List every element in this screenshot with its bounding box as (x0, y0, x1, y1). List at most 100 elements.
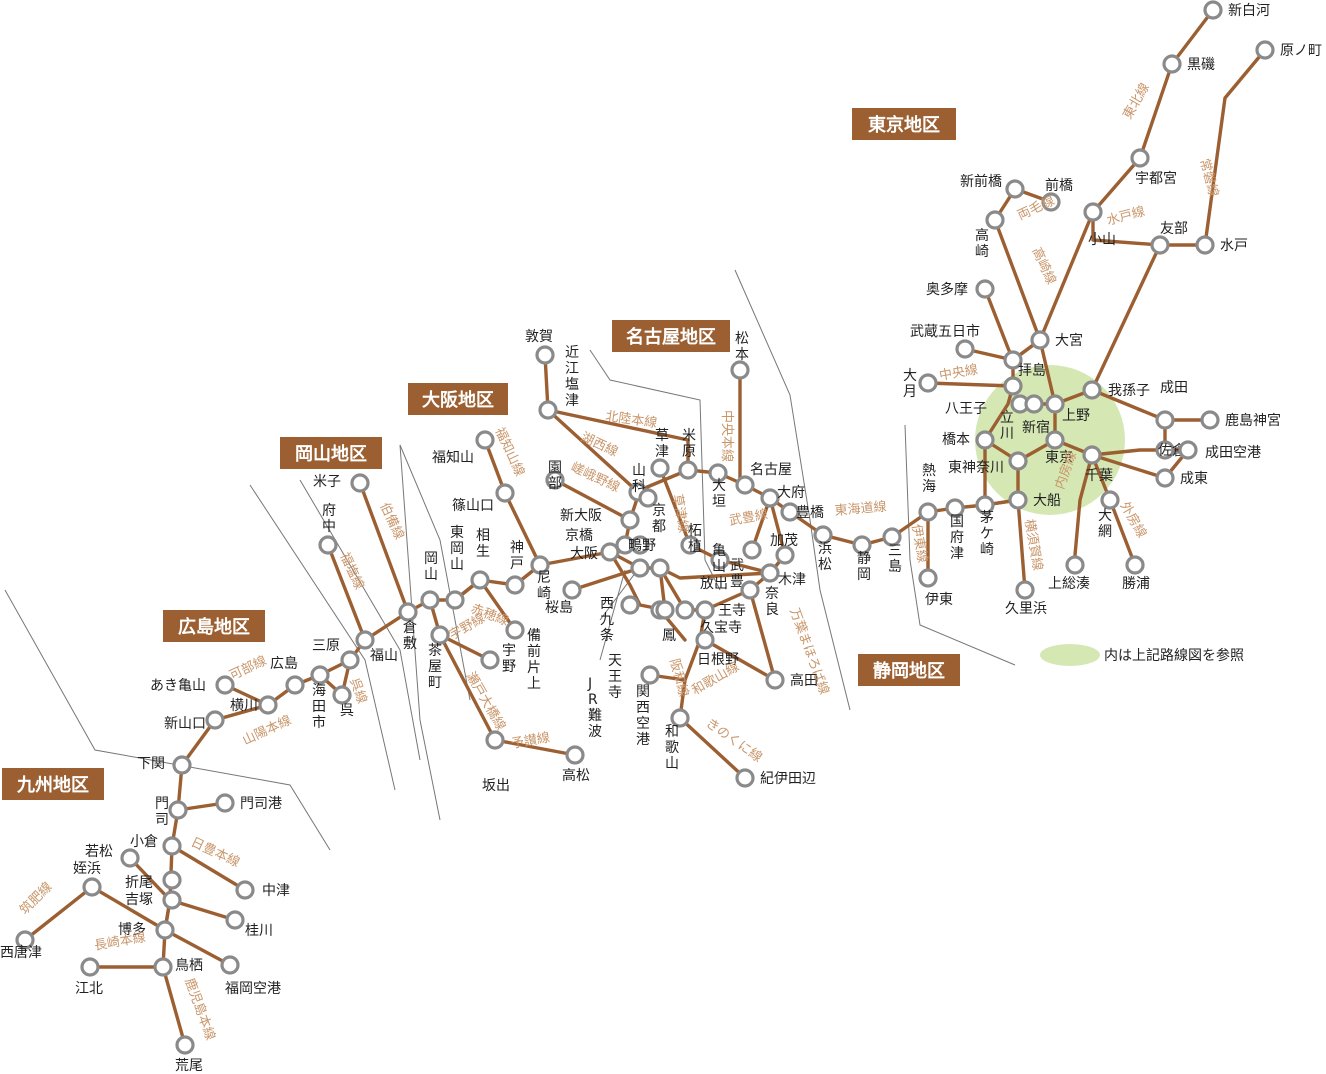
station-marker (162, 870, 182, 890)
station-label: 紀伊田辺 (760, 771, 816, 787)
station-marker (430, 625, 450, 645)
station-oyama: 小山 (1083, 202, 1116, 248)
station-label: 久宝寺 (700, 620, 742, 636)
station-kurihama: 久里浜 (1005, 580, 1047, 617)
station-mezurashihama: 姪浜 (73, 861, 102, 897)
station-label: 原ノ町 (1280, 43, 1322, 59)
station-label: 中津 (262, 883, 290, 899)
station-sakaide: 坂出 (482, 730, 510, 794)
station-marker (235, 880, 255, 900)
station-label-char: 西 (636, 700, 650, 716)
station-marker (680, 535, 700, 555)
station-fukuchiyama: 福知山 (432, 430, 495, 466)
station-kazusaminato: 上総湊 (1048, 555, 1090, 592)
station-sonobe: 園部 (545, 460, 565, 492)
station-marker (205, 710, 225, 730)
station-marker (1024, 394, 1044, 414)
station-label-char: 海 (312, 683, 326, 699)
station-marker (1130, 148, 1150, 168)
station-marker (955, 339, 975, 359)
station-label-char: 山 (632, 463, 646, 479)
station-label-char: 津 (950, 546, 964, 562)
svg-text:九州地区: 九州地区 (16, 774, 89, 796)
station-marker (350, 473, 370, 493)
station-label-char: 中 (322, 519, 336, 535)
station-shinjuku: 新宿 (1022, 394, 1050, 436)
region-badge-tokyo: 東京地区 (852, 108, 956, 140)
station-label-char: 米 (682, 428, 696, 444)
station-marker (1195, 235, 1215, 255)
station-marker (1200, 410, 1220, 430)
station-kozu: 国府津 (945, 498, 965, 562)
station-label: 博多 (118, 921, 146, 938)
station-marker (945, 498, 965, 518)
station-marker (600, 542, 620, 562)
station-yoshizuka: 吉塚 (125, 890, 182, 910)
legend-swatch (1040, 644, 1100, 666)
station-marker (710, 550, 730, 570)
station-orio: 折尾 (125, 870, 182, 891)
station-marker (172, 755, 192, 775)
station-sasayamaguchi: 篠山口 (452, 483, 515, 514)
station-label: 木津 (778, 572, 806, 588)
station-arao: 荒尾 (175, 1035, 203, 1074)
station-marker (1082, 380, 1102, 400)
station-marker (760, 488, 780, 508)
station-label: 高田 (790, 672, 818, 689)
station-label: 大府 (777, 485, 805, 501)
station-label-char: 神 (510, 540, 524, 556)
station-label-char: 草 (655, 428, 669, 444)
station-musashi-itsukaichi: 武蔵五日市 (910, 323, 980, 359)
station-label: 横川 (230, 698, 258, 714)
station-naruto: 成東 (1155, 468, 1208, 488)
region-badge-kyushu: 九州地区 (2, 768, 104, 800)
line-label-yokosuka: 横須賀線 (1021, 518, 1046, 572)
station-omiya: 大宮 (1030, 330, 1083, 350)
station-label-char: 高 (975, 227, 989, 244)
station-label: 豊橋 (796, 505, 824, 521)
station-label: 京橋 (565, 528, 593, 544)
station-label-char: 岡 (857, 567, 871, 583)
station-aioi: 相生 (470, 528, 490, 590)
station-fuchu: 府中 (318, 503, 338, 555)
station-label-char: 三 (888, 543, 902, 559)
station-marker (1255, 40, 1275, 60)
station-haijima: 拝島 (1003, 350, 1046, 379)
station-label-char: 原 (682, 444, 696, 460)
station-marker (153, 957, 173, 977)
station-label-char: 波 (588, 724, 602, 740)
station-label-char: 都 (652, 519, 666, 535)
station-label: 黒磯 (1187, 57, 1215, 73)
station-mihara: 三原 (312, 638, 360, 670)
station-marker (355, 630, 375, 650)
station-label: 江北 (75, 981, 103, 997)
region-badge-nagoya: 名古屋地区 (612, 320, 730, 352)
station-label-char: 寺 (608, 685, 622, 701)
station-fukuyama: 福山 (355, 630, 398, 664)
station-label: 若松 (85, 844, 113, 860)
station-marker (1003, 350, 1023, 370)
station-label-char: 崎 (975, 244, 989, 260)
station-label-char: 宇 (502, 643, 516, 659)
station-label-char: 良 (765, 602, 779, 618)
station-marker (650, 558, 670, 578)
line-label-yosan: 予讃線 (510, 729, 551, 752)
station-label-char: 垣 (712, 494, 726, 510)
station-label: 吉塚 (125, 892, 153, 908)
station-label-char: 部 (548, 476, 562, 492)
station-amagasaki: 尼崎 (530, 555, 551, 602)
station-label-char: 静 (857, 551, 871, 567)
station-label: 勝浦 (1122, 576, 1150, 592)
line-label-chuo-hon: 中央本線 (719, 410, 735, 462)
station-label: 小山 (1088, 232, 1116, 248)
station-marker (765, 670, 785, 690)
station-label: 米子 (313, 474, 341, 490)
station-otsuki: 大月 (903, 368, 938, 400)
station-maebashi: 前橋 (1041, 177, 1073, 212)
station-mito: 水戸 (1195, 235, 1248, 255)
station-hachioji: 八王子 (945, 376, 1023, 417)
station-shinshirakawa: 新白河 (1203, 0, 1270, 20)
station-osaka: 大阪 (570, 542, 620, 562)
